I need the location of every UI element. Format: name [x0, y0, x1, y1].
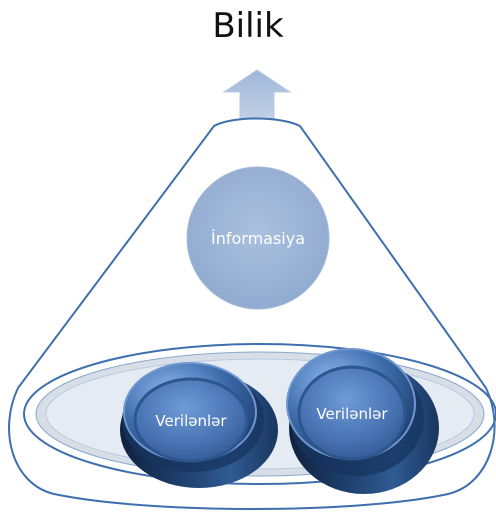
information-label: İnformasiya [211, 229, 305, 248]
data-disk-left: Verilənlər [120, 362, 278, 488]
data-left-label: Verilənlər [155, 412, 227, 430]
data-disk-right: Verilənlər [286, 348, 439, 494]
data-right-label: Verilənlər [316, 405, 388, 423]
diagram-title: Bilik [212, 6, 284, 46]
up-arrow-icon [222, 69, 292, 121]
information-node: İnformasiya [186, 166, 330, 310]
